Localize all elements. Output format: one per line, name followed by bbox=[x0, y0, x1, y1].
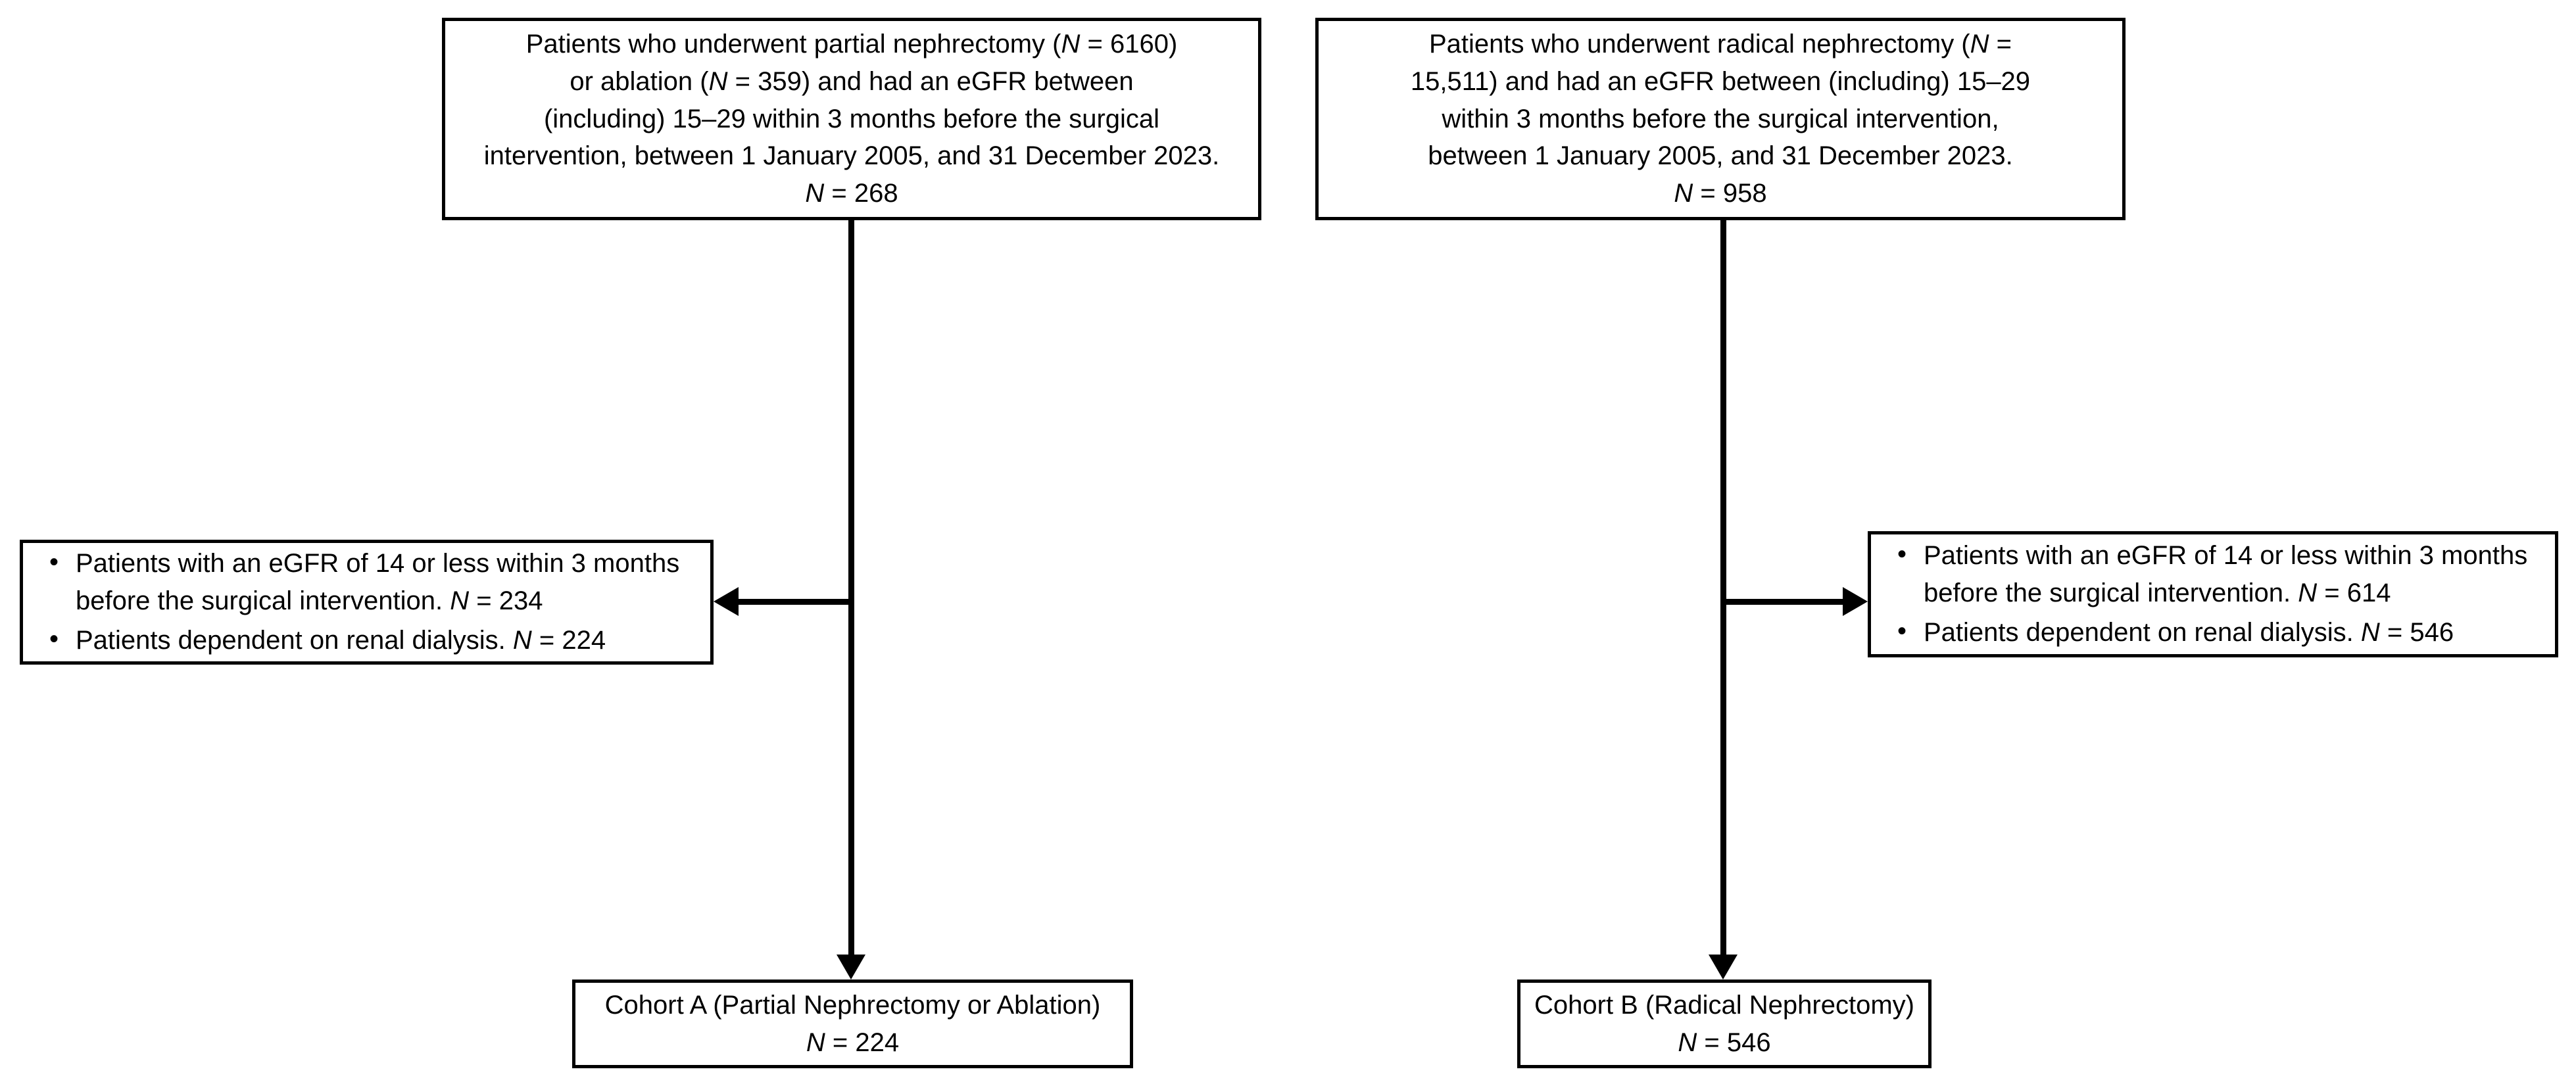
connector-right-exclusion-horizontal bbox=[1723, 599, 1843, 605]
arrow-down-cohort-b-head-icon bbox=[1709, 955, 1738, 980]
list-item: Patients with an eGFR of 14 or less with… bbox=[45, 544, 693, 620]
source-radical-nephrectomy-text: Patients who underwent radical nephrecto… bbox=[1410, 30, 2031, 208]
connector-left-vertical bbox=[848, 220, 854, 955]
connector-left-exclusion-horizontal bbox=[738, 599, 851, 605]
source-partial-nephrectomy-box: Patients who underwent partial nephrecto… bbox=[442, 18, 1261, 220]
arrow-left-exclusion-head-icon bbox=[714, 587, 739, 616]
cohort-b-box: Cohort B (Radical Nephrectomy) N = 546 bbox=[1517, 980, 1932, 1068]
list-item: Patients with an eGFR of 14 or less with… bbox=[1893, 536, 2538, 612]
list-item: Patients dependent on renal dialysis. N … bbox=[1893, 613, 2538, 651]
list-item: Patients dependent on renal dialysis. N … bbox=[45, 621, 693, 659]
cohort-a-text: Cohort A (Partial Nephrectomy or Ablatio… bbox=[604, 990, 1101, 1057]
exclusions-cohort-a-list: Patients with an eGFR of 14 or less with… bbox=[23, 543, 710, 661]
exclusions-cohort-b-box: Patients with an eGFR of 14 or less with… bbox=[1868, 531, 2558, 657]
cohort-a-box: Cohort A (Partial Nephrectomy or Ablatio… bbox=[572, 980, 1133, 1068]
arrow-right-exclusion-head-icon bbox=[1843, 587, 1868, 616]
source-partial-nephrectomy-text: Patients who underwent partial nephrecto… bbox=[483, 30, 1220, 208]
connector-right-vertical bbox=[1720, 220, 1726, 955]
source-radical-nephrectomy-box: Patients who underwent radical nephrecto… bbox=[1315, 18, 2126, 220]
cohort-b-text: Cohort B (Radical Nephrectomy) N = 546 bbox=[1534, 990, 1914, 1057]
exclusions-cohort-b-list: Patients with an eGFR of 14 or less with… bbox=[1871, 535, 2555, 653]
arrow-down-cohort-a-head-icon bbox=[837, 955, 865, 980]
exclusions-cohort-a-box: Patients with an eGFR of 14 or less with… bbox=[20, 540, 714, 665]
